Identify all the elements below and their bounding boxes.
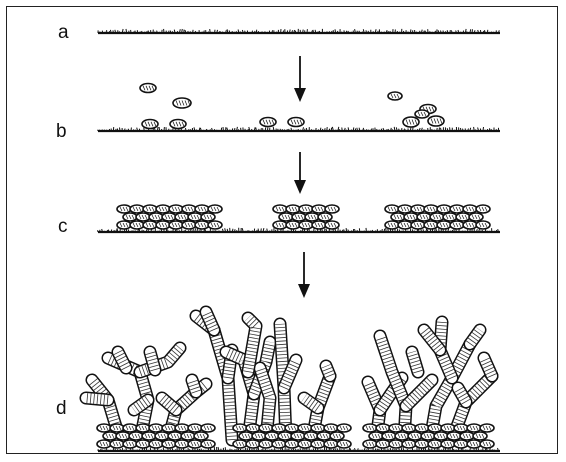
polyp-pebble	[288, 118, 304, 127]
polyp-pebble	[142, 120, 158, 129]
stage-d-label: d	[56, 398, 67, 419]
stage-c-colonies	[117, 205, 490, 229]
arrow-a-to-b	[294, 56, 306, 102]
stage-b-seabed	[98, 127, 500, 131]
stage-a-label: a	[58, 22, 69, 43]
polyp-pebble	[173, 98, 191, 108]
polyp-pebble	[260, 118, 276, 127]
polyp-pebble	[428, 116, 444, 126]
polyp-pebble	[403, 117, 419, 127]
stage-a-seabed	[98, 29, 500, 33]
stage-c-label: c	[58, 216, 68, 237]
stage-b-label: b	[56, 121, 67, 142]
arrow-b-to-c	[294, 152, 306, 194]
stage-d-base-colonies	[97, 424, 494, 448]
arrow-c-to-d	[298, 252, 310, 298]
stage-b-settling-larvae	[140, 84, 444, 129]
polyp-pebble	[170, 120, 186, 129]
stage-d-branching-coral	[86, 312, 492, 440]
polyp-pebble	[140, 84, 156, 93]
coral-branch-fill-21	[326, 366, 330, 376]
